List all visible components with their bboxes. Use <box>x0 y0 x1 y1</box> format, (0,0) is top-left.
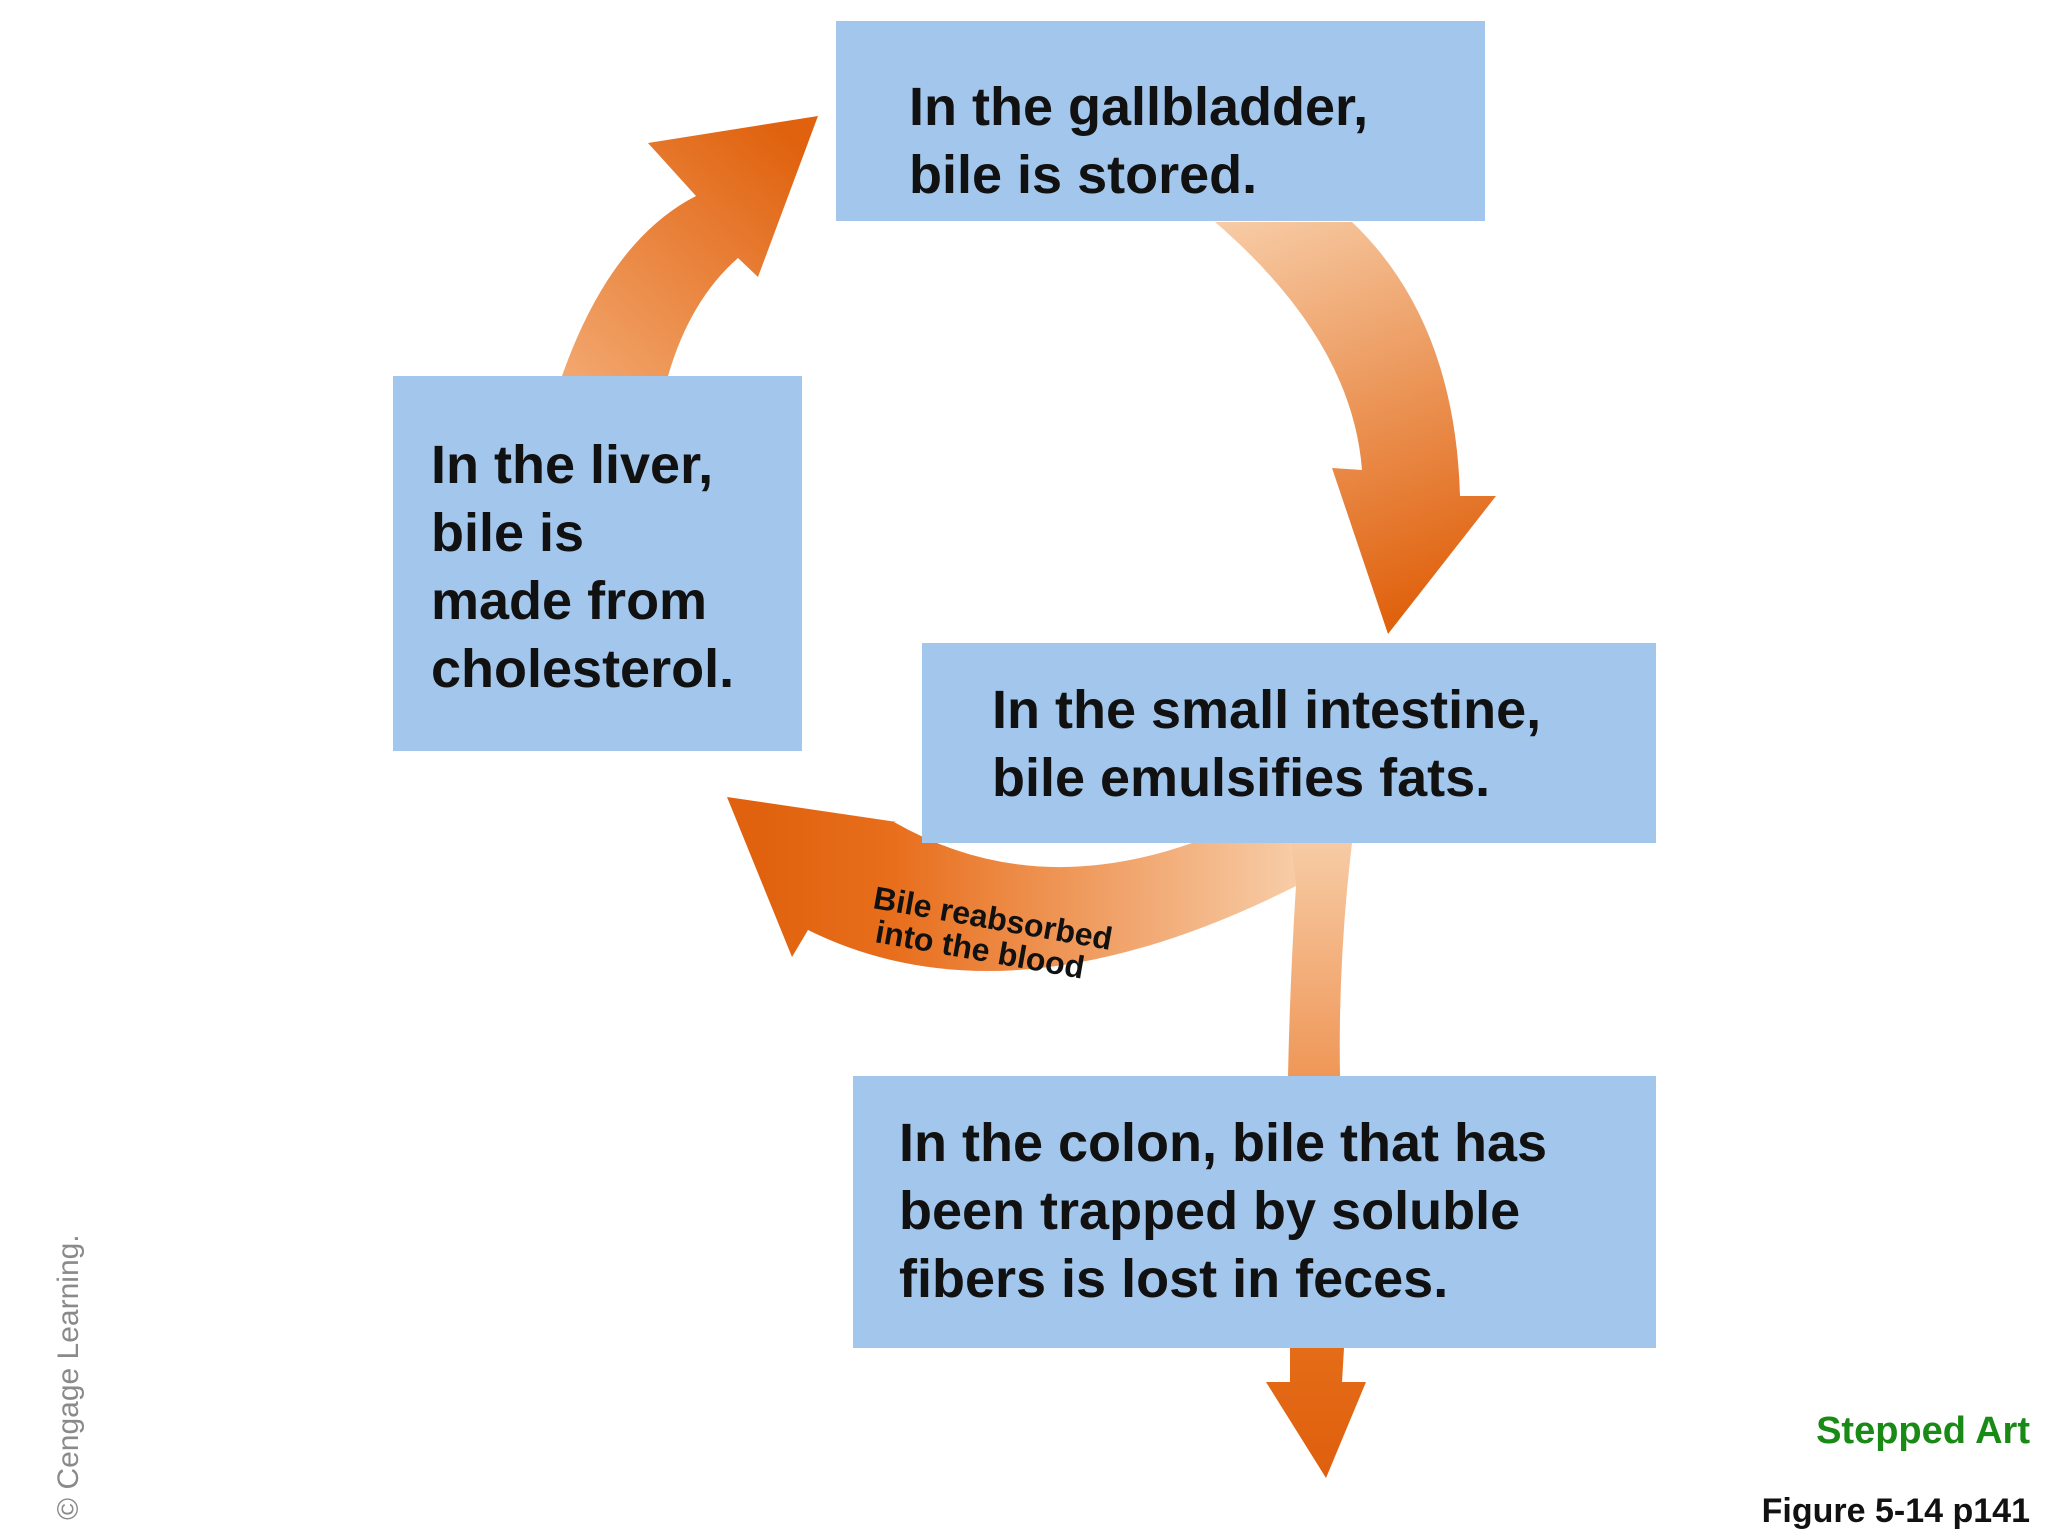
arrow-liver-to-gallbladder <box>562 116 818 376</box>
stepped-art-label: Stepped Art <box>1816 1410 2030 1452</box>
small-intestine-text: In the small intestine, bile emulsifies … <box>992 680 1542 808</box>
liver-text: In the liver, bile is made from choleste… <box>431 435 735 699</box>
liver-box: In the liver, bile is made from choleste… <box>393 376 802 751</box>
arrow-lost-in-feces <box>1266 1348 1366 1478</box>
gallbladder-text: In the gallbladder, bile is stored. <box>909 77 1369 205</box>
colon-text: In the colon, bile that has been trapped… <box>899 1113 1548 1309</box>
copyright-notice: © Cengage Learning. <box>52 1234 85 1520</box>
arrow-gallbladder-to-intestine <box>1215 222 1496 634</box>
small-intestine-box: In the small intestine, bile emulsifies … <box>922 643 1656 843</box>
colon-box: In the colon, bile that has been trapped… <box>853 1076 1656 1348</box>
gallbladder-box: In the gallbladder, bile is stored. <box>836 21 1485 221</box>
arrow-reabsorbed-into-blood <box>727 797 1296 971</box>
figure-label: Figure 5-14 p141 <box>1761 1492 2030 1530</box>
arrow-intestine-to-colon <box>1288 843 1352 1076</box>
